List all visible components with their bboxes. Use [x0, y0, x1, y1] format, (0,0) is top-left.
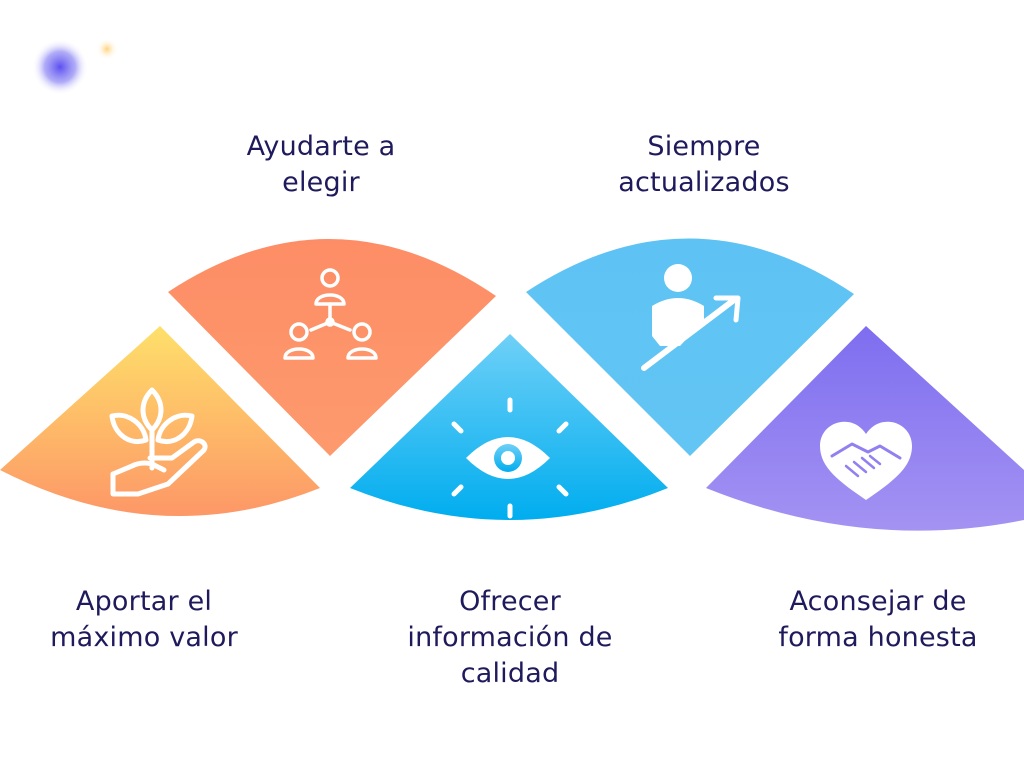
label-line: Aconsejar de: [789, 586, 967, 617]
segment-ofrecer: [350, 334, 668, 520]
decorative-purple-dot: [32, 39, 88, 95]
label-siempre: Siempre actualizados: [574, 129, 834, 201]
label-line: Ayudarte a: [246, 131, 396, 162]
decorative-yellow-dot: [96, 38, 118, 60]
segment-siempre: [526, 238, 854, 456]
label-line: información de: [407, 622, 613, 653]
label-aportar: Aportar el máximo valor: [14, 584, 274, 656]
label-line: calidad: [460, 658, 560, 689]
label-line: elegir: [282, 167, 360, 198]
segment-aconsejar: [706, 326, 1024, 531]
label-line: Aportar el: [75, 586, 213, 617]
segment-ayudarte: [168, 238, 496, 456]
people-network-icon: [283, 268, 378, 360]
label-ayudarte: Ayudarte a elegir: [191, 129, 451, 201]
label-line: forma honesta: [778, 622, 978, 653]
label-line: Siempre: [647, 131, 761, 162]
eye-icon: [451, 397, 569, 519]
segment-aportar: [0, 326, 320, 517]
label-aconsejar: Aconsejar de forma honesta: [748, 584, 1008, 656]
label-ofrecer: Ofrecer información de calidad: [380, 584, 640, 692]
label-line: actualizados: [618, 167, 790, 198]
person-growth-icon: [641, 264, 741, 371]
label-line: máximo valor: [50, 622, 238, 653]
label-line: Ofrecer: [459, 586, 561, 617]
heart-handshake-icon: [820, 421, 912, 500]
hand-plant-icon: [109, 387, 208, 497]
